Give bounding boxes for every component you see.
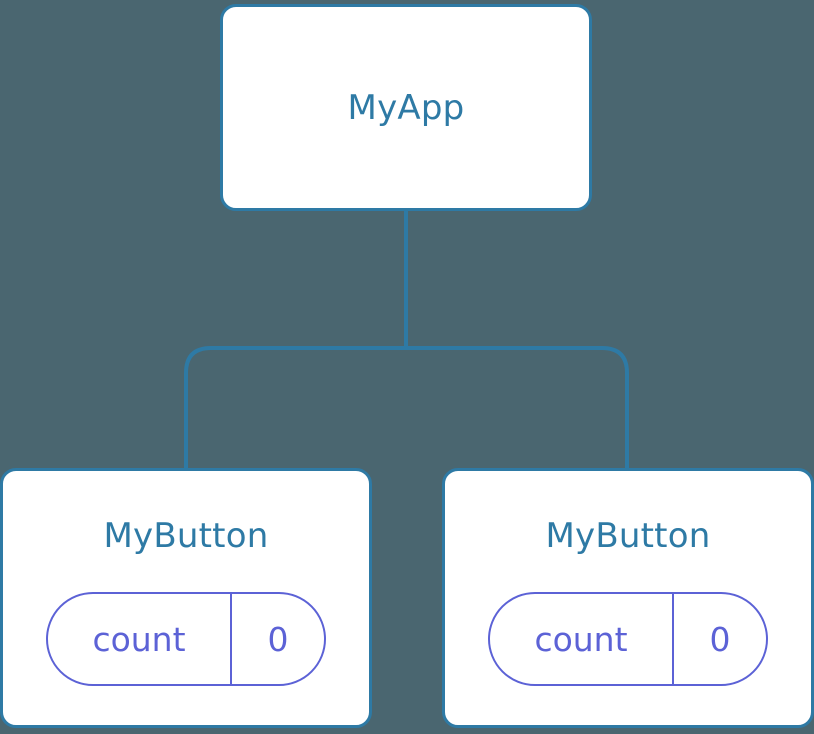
state-pill[interactable]: count 0 bbox=[488, 592, 768, 686]
node-title: MyApp bbox=[347, 87, 465, 128]
tree-node-child-0[interactable]: MyButton count 0 bbox=[0, 468, 372, 728]
node-title: MyButton bbox=[545, 516, 711, 556]
tree-node-child-1[interactable]: MyButton count 0 bbox=[442, 468, 814, 728]
state-pill-key: count bbox=[92, 619, 186, 659]
tree-node-root[interactable]: MyApp bbox=[220, 4, 592, 211]
state-pill-key: count bbox=[534, 619, 628, 659]
connector-bracket bbox=[184, 346, 629, 470]
state-pill-value: 0 bbox=[709, 619, 731, 659]
state-pill-divider bbox=[672, 594, 674, 684]
state-pill-value: 0 bbox=[267, 619, 289, 659]
node-title: MyButton bbox=[103, 516, 269, 556]
state-pill[interactable]: count 0 bbox=[46, 592, 326, 686]
state-pill-divider bbox=[230, 594, 232, 684]
